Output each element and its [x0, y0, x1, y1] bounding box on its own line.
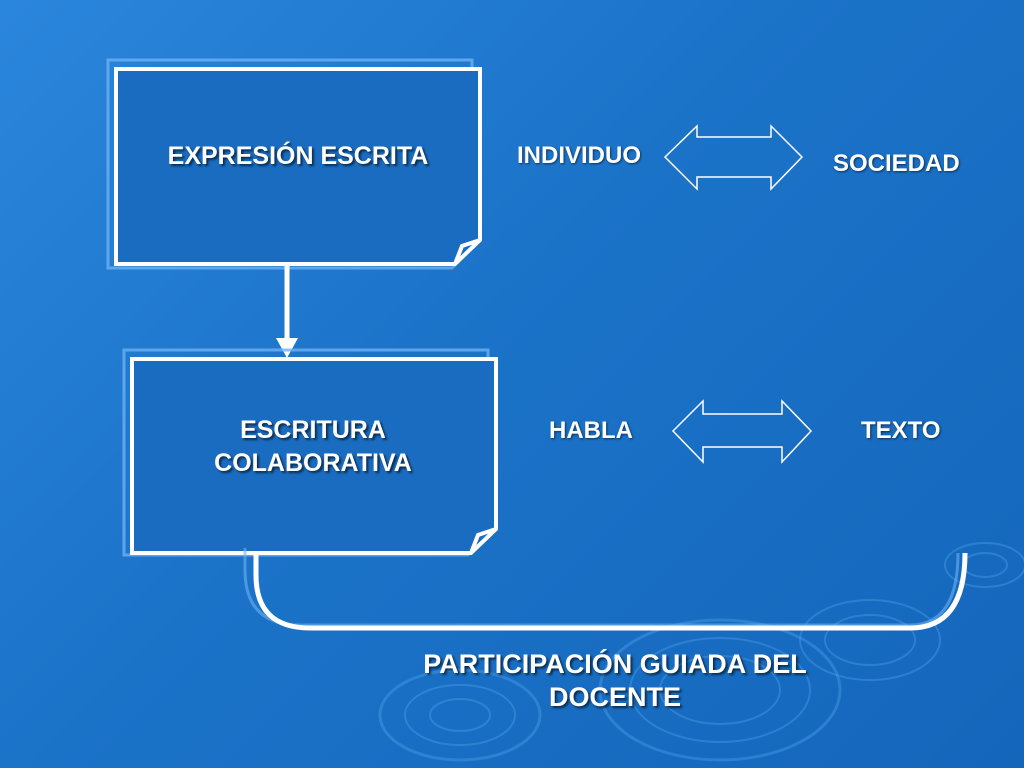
escritura-colaborativa-label: ESCRITURA COLABORATIVA [133, 414, 493, 480]
colaborativa-box-fold [469, 527, 497, 554]
escritura-colaborativa-line-2: COLABORATIVA [214, 449, 412, 477]
texto-label: TEXTO [861, 417, 941, 444]
double-arrow-individuo-sociedad [663, 124, 804, 191]
participacion-guiada-label: PARTICIPACIÓN GUIADA DEL DOCENTE [390, 648, 840, 714]
expresion-escrita-box [114, 67, 482, 266]
expresion-escrita-label: EXPRESIÓN ESCRITA [118, 140, 478, 173]
escritura-colaborativa-box [130, 357, 498, 555]
habla-label: HABLA [549, 417, 633, 444]
expresion-box-fold [453, 238, 481, 265]
expresion-escrita-line-1: EXPRESIÓN ESCRITA [167, 142, 429, 170]
participacion-line-2: DOCENTE [548, 682, 681, 712]
ripple-decoration [378, 542, 1024, 762]
individuo-label: INDIVIDUO [517, 142, 642, 169]
connector-arrow-head [276, 338, 298, 358]
participation-bracket [253, 552, 968, 631]
sociedad-label: SOCIEDAD [833, 150, 960, 177]
participation-bracket-shadow [243, 548, 960, 627]
escritura-colaborativa-line-1: ESCRITURA [240, 416, 386, 444]
participacion-line-1: PARTICIPACIÓN GUIADA DEL [423, 649, 807, 679]
double-arrow-habla-texto [671, 399, 813, 464]
